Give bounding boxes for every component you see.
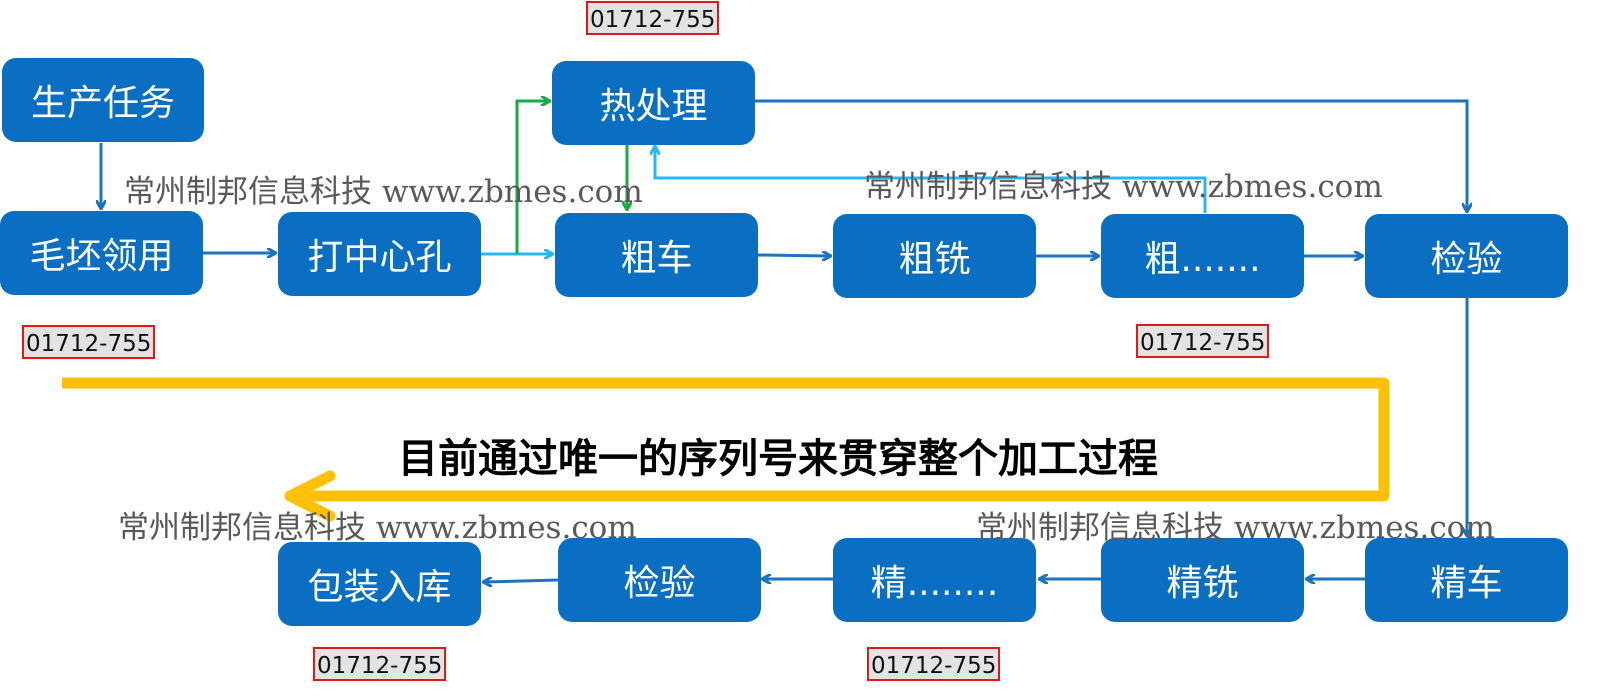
watermark-text: 常州制邦信息科技 www.zbmes.com: [976, 510, 1495, 546]
node-inspection-top: 检验: [1365, 214, 1568, 298]
node-pack-store: 包装入库: [278, 542, 481, 626]
watermark-text: 常州制邦信息科技 www.zbmes.com: [124, 174, 643, 210]
node-heat-treatment: 热处理: [552, 61, 755, 145]
serial-number-tag: 01712-755: [313, 647, 447, 681]
process-loop-arrow: [62, 377, 1390, 502]
arrow-hole-to-heat: [515, 101, 549, 254]
process-loop-arrowhead: [284, 470, 336, 522]
serial-number-tag: 01712-755: [867, 647, 1001, 681]
arrow-heat-to-inspection: [755, 99, 1467, 211]
arrow-rough-turn-to-mill: [757, 255, 830, 256]
serial-number-tag: 01712-755: [22, 325, 156, 359]
node-rough-milling: 粗铣: [833, 214, 1036, 298]
serial-number-tag: 01712-755: [586, 1, 720, 35]
arrow-rough-other-to-heat: [655, 147, 1207, 213]
node-finish-milling: 精铣: [1101, 538, 1304, 622]
node-rough-turning: 粗车: [555, 213, 758, 297]
node-center-hole: 打中心孔: [278, 212, 481, 296]
center-caption: 目前通过唯一的序列号来贯穿整个加工过程: [398, 436, 1158, 482]
node-finish-turning: 精车: [1365, 538, 1568, 622]
arrow-inspection-to-pack: [484, 580, 559, 582]
node-finish-other: 精........: [833, 538, 1036, 622]
node-blank-receipt: 毛坯领用: [0, 211, 203, 295]
watermark-text: 常州制邦信息科技 www.zbmes.com: [864, 169, 1383, 205]
watermark-text: 常州制邦信息科技 www.zbmes.com: [118, 510, 637, 546]
node-rough-other: 粗.......: [1101, 214, 1304, 298]
node-production-task: 生产任务: [2, 58, 204, 142]
serial-number-tag: 01712-755: [1136, 324, 1270, 358]
node-inspection-bottom: 检验: [558, 538, 761, 622]
